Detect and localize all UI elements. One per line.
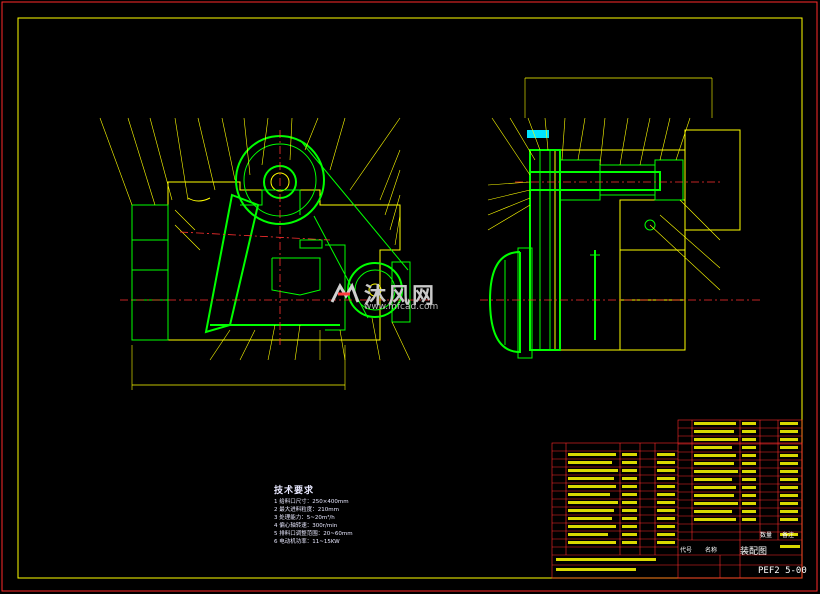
- inner-frame: [17, 17, 803, 579]
- tech-req-line: 6 电动机功率：11~15KW: [274, 539, 340, 545]
- technical-requirements-title: 技术要求: [274, 486, 315, 496]
- parts-list-table: [551, 419, 803, 579]
- side-elevation-view: [120, 130, 430, 390]
- parts-list-entries: [556, 422, 800, 571]
- technical-requirements: 技术要求 1 给料口尺寸：250×400mm 2 最大进料粒度：210mm 3 …: [274, 483, 353, 546]
- tech-req-line: 4 偏心轴转速：300r/min: [274, 523, 338, 529]
- front-elevation-view: [480, 77, 760, 359]
- watermark-logo-icon: [330, 282, 360, 303]
- tech-req-line: 2 最大进料粒度：210mm: [274, 507, 339, 513]
- watermark-url: www.mfcad.com: [364, 302, 439, 312]
- left-leader-lines: [99, 117, 411, 361]
- tech-req-line: 5 排料口调整范围：20~60mm: [274, 531, 353, 537]
- watermark-text: 沐风网: [364, 284, 437, 309]
- drawing-title: 装配图: [740, 547, 768, 557]
- watermark: 沐风网 www.mfcad.com: [330, 278, 439, 312]
- tech-req-line: 1 给料口尺寸：250×400mm: [274, 499, 349, 505]
- header-remark: 备注: [782, 532, 795, 539]
- header-name: 名称: [705, 547, 718, 554]
- header-qty: 数量: [760, 532, 773, 539]
- header-code: 代号: [680, 547, 693, 554]
- tech-req-line: 3 处理能力：5~20m³/h: [274, 515, 335, 521]
- drawing-code: PEF2 5-00: [758, 566, 807, 576]
- right-leader-lines: [487, 117, 721, 291]
